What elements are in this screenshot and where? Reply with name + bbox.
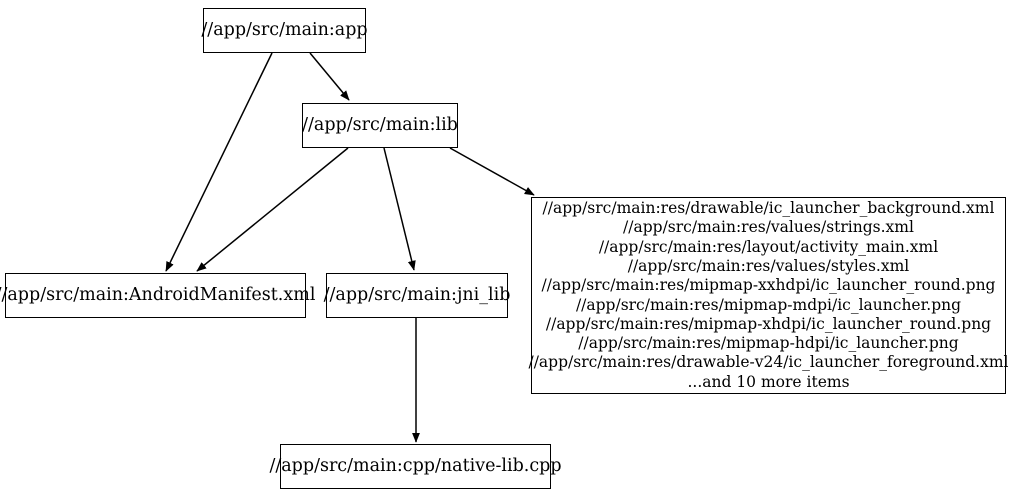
graph-node-native-lib-cpp-label: //app/src/main:cpp/native-lib.cpp [269,455,562,476]
edge-app-to-lib [309,52,350,101]
edge-lib-to-jni-lib [383,147,416,271]
graph-node-native-lib-cpp[interactable]: //app/src/main:cpp/native-lib.cpp [269,444,562,489]
graph-node-app-label: //app/src/main:app [201,19,368,40]
graph-node-res-group[interactable]: //app/src/main:res/drawable/ic_launcher_… [528,197,1009,394]
edge-lib-to-manifest [196,147,349,272]
graph-node-android-manifest[interactable]: //app/src/main:AndroidManifest.xml [0,273,315,318]
graph-node-lib-label: //app/src/main:lib [302,114,458,135]
graph-node-jni-lib-label: //app/src/main:jni_lib [323,284,511,305]
graph-node-app[interactable]: //app/src/main:app [201,8,368,53]
edge-lib-to-res [449,147,535,196]
edge-app-to-manifest [165,52,273,272]
graph-node-lib[interactable]: //app/src/main:lib [302,103,458,148]
graph-node-jni-lib[interactable]: //app/src/main:jni_lib [323,273,511,318]
graph-node-android-manifest-label: //app/src/main:AndroidManifest.xml [0,284,316,305]
graph-node-res-group-label: //app/src/main:res/drawable/ic_launcher_… [528,199,1009,391]
